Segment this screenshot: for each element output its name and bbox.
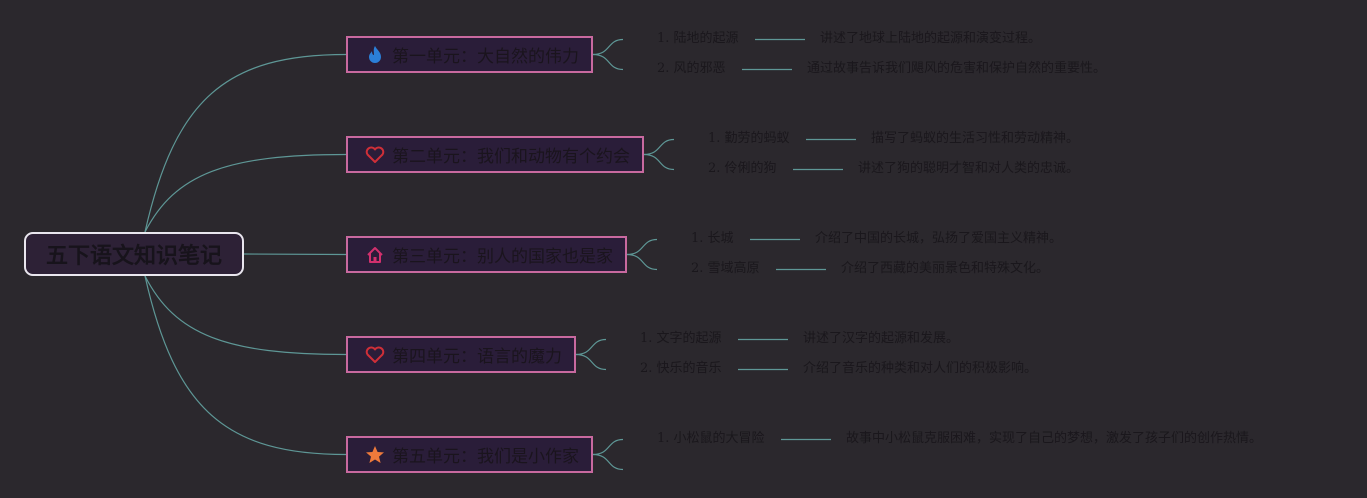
item-branch [575, 338, 607, 356]
heart-icon [364, 345, 386, 365]
lesson-name[interactable]: 1. 陆地的起源 [657, 30, 739, 46]
unit-node-1[interactable]: 第一单元：大自然的伟力 [346, 36, 593, 73]
house-icon [364, 245, 386, 265]
fire-icon [364, 45, 386, 65]
item-branch [592, 38, 624, 56]
lesson-description: 介绍了音乐的种类和对人们的积极影响。 [803, 360, 1038, 376]
item-branch [643, 138, 675, 156]
lesson-name[interactable]: 1. 勤劳的蚂蚁 [708, 130, 790, 146]
item-branch [592, 438, 624, 456]
lesson-description: 故事中小松鼠克服困难，实现了自己的梦想，激发了孩子们的创作热情。 [846, 430, 1263, 446]
unit-title: 第四单元：语言的魔力 [392, 347, 562, 367]
unit-title: 第一单元：大自然的伟力 [392, 47, 579, 67]
item-branch [626, 238, 658, 256]
lesson-description: 讲述了地球上陆地的起源和演变过程。 [820, 30, 1042, 46]
unit-title: 第五单元：我们是小作家 [392, 447, 579, 467]
lesson-name[interactable]: 2. 风的邪恶 [657, 60, 726, 76]
root-node[interactable]: 五下语文知识笔记 [24, 232, 244, 276]
lesson-description: 通过故事告诉我们飓风的危害和保护自然的重要性。 [807, 60, 1107, 76]
unit-node-4[interactable]: 第四单元：语言的魔力 [346, 336, 576, 373]
unit-node-5[interactable]: 第五单元：我们是小作家 [346, 436, 593, 473]
lesson-name[interactable]: 2. 快乐的音乐 [640, 360, 722, 376]
unit-title: 第二单元：我们和动物有个约会 [392, 147, 630, 167]
lesson-name[interactable]: 1. 长城 [691, 230, 734, 246]
item-branch [592, 53, 624, 71]
star-icon [364, 445, 386, 465]
root-link [144, 275, 347, 456]
lesson-name[interactable]: 1. 文字的起源 [640, 330, 722, 346]
item-branch [643, 153, 675, 171]
lesson-name[interactable]: 1. 小松鼠的大冒险 [657, 430, 765, 446]
unit-node-2[interactable]: 第二单元：我们和动物有个约会 [346, 136, 644, 173]
heart-icon [364, 145, 386, 165]
lesson-description: 描写了蚂蚁的生活习性和劳动精神。 [871, 130, 1080, 146]
lesson-description: 讲述了汉字的起源和发展。 [803, 330, 960, 346]
item-branch [575, 353, 607, 371]
item-branch [626, 253, 658, 271]
unit-title: 第三单元：别人的国家也是家 [392, 247, 613, 267]
lesson-name[interactable]: 2. 雪域高原 [691, 260, 760, 276]
root-link [243, 253, 347, 256]
root-link [144, 153, 347, 233]
lesson-name[interactable]: 2. 伶俐的狗 [708, 160, 777, 176]
lesson-description: 讲述了狗的聪明才智和对人类的忠诚。 [858, 160, 1080, 176]
unit-node-3[interactable]: 第三单元：别人的国家也是家 [346, 236, 627, 273]
root-link [144, 53, 347, 233]
lesson-description: 介绍了西藏的美丽景色和特殊文化。 [841, 260, 1050, 276]
root-link [144, 275, 347, 356]
root-title: 五下语文知识笔记 [45, 244, 222, 269]
lesson-description: 介绍了中国的长城，弘扬了爱国主义精神。 [815, 230, 1063, 246]
item-branch [592, 453, 624, 471]
